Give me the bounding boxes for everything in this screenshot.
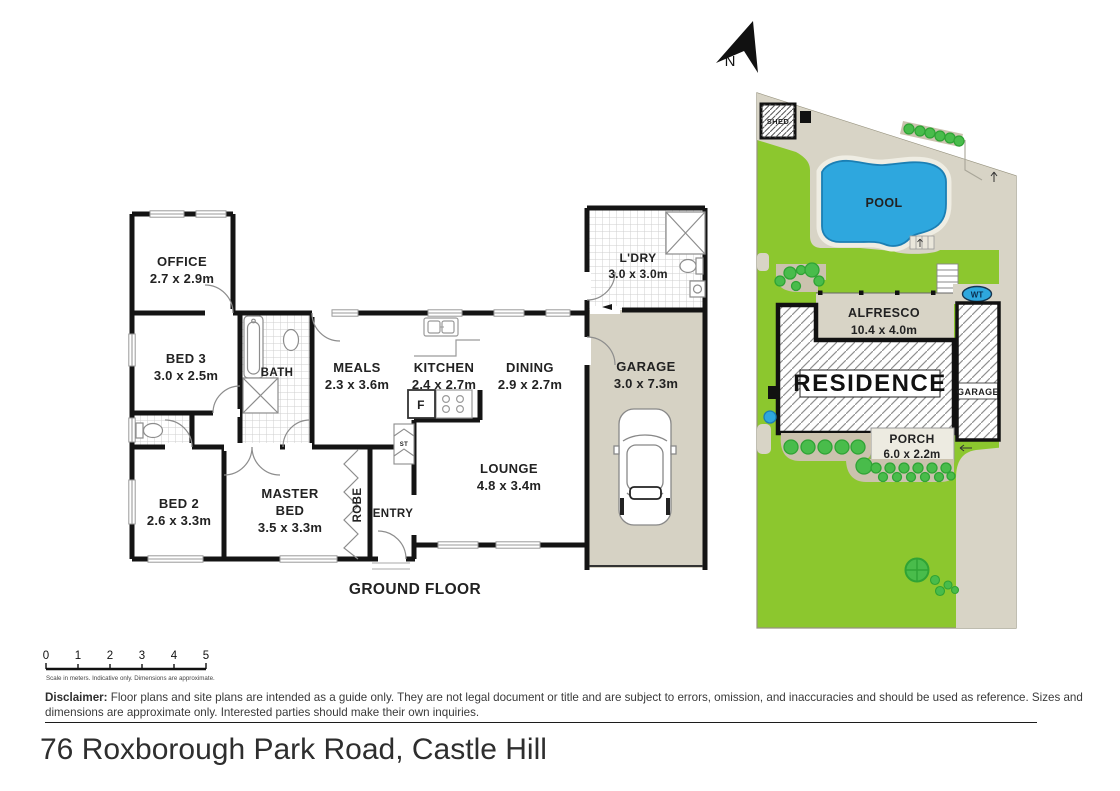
shower-box bbox=[242, 377, 279, 414]
storage-closet bbox=[393, 423, 415, 465]
disclaimer-label: Disclaimer: bbox=[45, 691, 108, 704]
scale-tick-4: 4 bbox=[171, 650, 178, 662]
site-garage-label: GARAGE bbox=[957, 387, 999, 397]
porch-label: PORCH bbox=[889, 432, 934, 446]
ldry-dims: 3.0 x 3.0m bbox=[608, 267, 667, 281]
site-garage: GARAGE bbox=[955, 301, 1001, 442]
side-path bbox=[999, 250, 1016, 450]
shed-annex bbox=[800, 111, 811, 123]
property-address: 76 Roxborough Park Road, Castle Hill bbox=[40, 733, 547, 766]
north-arrow-icon: N bbox=[716, 21, 758, 73]
robe-label: ROBE bbox=[352, 488, 364, 523]
deck-edge-line bbox=[964, 140, 983, 181]
disclaimer-text: Floor plans and site plans are intended … bbox=[45, 691, 1083, 720]
master-label-2: BED bbox=[276, 503, 305, 518]
door-arcs bbox=[164, 271, 616, 560]
pool-label: POOL bbox=[865, 196, 902, 210]
deck-marker-arrow bbox=[990, 171, 998, 182]
garden-bed-upper bbox=[774, 262, 826, 292]
floorplan-title: GROUND FLOOR bbox=[349, 581, 481, 598]
entry-step bbox=[372, 562, 410, 570]
fridge-box bbox=[407, 389, 436, 419]
left-path-notch-2 bbox=[757, 424, 771, 454]
kitchen-label: KITCHEN bbox=[414, 360, 475, 375]
tree bbox=[904, 557, 960, 597]
pool-steps bbox=[909, 235, 935, 250]
master-label-1: MASTER bbox=[261, 486, 318, 501]
bed3-dims: 3.0 x 2.5m bbox=[154, 368, 218, 383]
floor-plan: ST bbox=[128, 205, 708, 598]
scale-bar: 0 1 2 3 4 5 Scale in meters. Indicative … bbox=[43, 650, 215, 682]
scale-tick-2: 2 bbox=[107, 650, 113, 662]
office-dims: 2.7 x 2.9m bbox=[150, 271, 214, 286]
kitchen-fixtures bbox=[414, 317, 480, 419]
dining-label: DINING bbox=[506, 360, 554, 375]
meals-dims: 2.3 x 3.6m bbox=[325, 377, 389, 392]
master-dims: 3.5 x 3.3m bbox=[258, 520, 322, 535]
bath-label: BATH bbox=[261, 367, 294, 379]
lounge-label: LOUNGE bbox=[480, 461, 538, 476]
top-hedge bbox=[900, 121, 965, 147]
car-icon bbox=[613, 408, 677, 526]
door-gaps bbox=[165, 272, 620, 563]
bed2-label: BED 2 bbox=[159, 496, 199, 511]
left-path-notch bbox=[757, 253, 769, 271]
water-tank: WT bbox=[953, 284, 999, 304]
entry-arrow-icon bbox=[602, 304, 612, 310]
office-label: OFFICE bbox=[157, 254, 207, 269]
scale-tick-3: 3 bbox=[139, 650, 145, 662]
bathtub bbox=[243, 315, 264, 379]
north-label: N bbox=[725, 53, 736, 70]
pool: POOL bbox=[816, 155, 952, 252]
windows bbox=[128, 210, 571, 563]
bed3-label: BED 3 bbox=[166, 351, 206, 366]
disclaimer: Disclaimer: Floor plans and site plans a… bbox=[45, 690, 1090, 721]
porch: PORCH 6.0 x 2.2m bbox=[870, 427, 972, 463]
residence: RESIDENCE bbox=[768, 302, 957, 436]
laundry-fixtures bbox=[665, 211, 706, 298]
alfresco-label: ALFRESCO bbox=[848, 306, 920, 320]
pool-equipment-dot bbox=[763, 410, 777, 424]
alfresco-dims: 10.4 x 4.0m bbox=[851, 323, 917, 337]
bed2-dims: 2.6 x 3.3m bbox=[147, 513, 211, 528]
residence-chimney bbox=[768, 386, 778, 399]
kitchen-dims: 2.4 x 2.7m bbox=[412, 377, 476, 392]
robe-bifold-doors bbox=[343, 449, 359, 560]
wc-toilet bbox=[135, 422, 164, 439]
garage-fp-label: GARAGE bbox=[616, 359, 675, 374]
fridge-label: F bbox=[417, 398, 425, 412]
residence-label: RESIDENCE bbox=[793, 370, 947, 397]
porch-arrow bbox=[959, 444, 972, 452]
scale-tick-5: 5 bbox=[203, 650, 209, 662]
driveway bbox=[956, 446, 1016, 628]
bath-basin bbox=[282, 328, 300, 352]
porch-dims: 6.0 x 2.2m bbox=[884, 449, 941, 461]
site-plan: SHED POOL bbox=[756, 92, 1017, 629]
footer-divider bbox=[45, 722, 1037, 723]
shed: SHED bbox=[759, 102, 811, 140]
dining-dims: 2.9 x 2.7m bbox=[498, 377, 562, 392]
wt-label: WT bbox=[971, 291, 984, 300]
scale-caption: Scale in meters. Indicative only. Dimens… bbox=[46, 675, 215, 682]
scale-tick-1: 1 bbox=[75, 650, 81, 662]
lounge-dims: 4.8 x 3.4m bbox=[477, 478, 541, 493]
room-labels: OFFICE 2.7 x 2.9m BED 3 3.0 x 2.5m BATH … bbox=[147, 251, 678, 535]
ldry-label: L'DRY bbox=[619, 251, 656, 265]
scale-tick-0: 0 bbox=[43, 650, 49, 662]
scale-ticks bbox=[45, 663, 207, 669]
plans-canvas: N bbox=[128, 21, 1017, 629]
garage-fp-dims: 3.0 x 7.3m bbox=[614, 376, 678, 391]
alfresco: ALFRESCO 10.4 x 4.0m bbox=[816, 290, 954, 340]
meals-label: MEALS bbox=[333, 360, 381, 375]
st-label: ST bbox=[400, 442, 408, 448]
entry-label: ENTRY bbox=[373, 508, 414, 520]
garden-bed-lower bbox=[780, 433, 956, 483]
shed-label: SHED bbox=[767, 117, 790, 126]
scale-numbers: 0 1 2 3 4 5 bbox=[43, 650, 209, 662]
